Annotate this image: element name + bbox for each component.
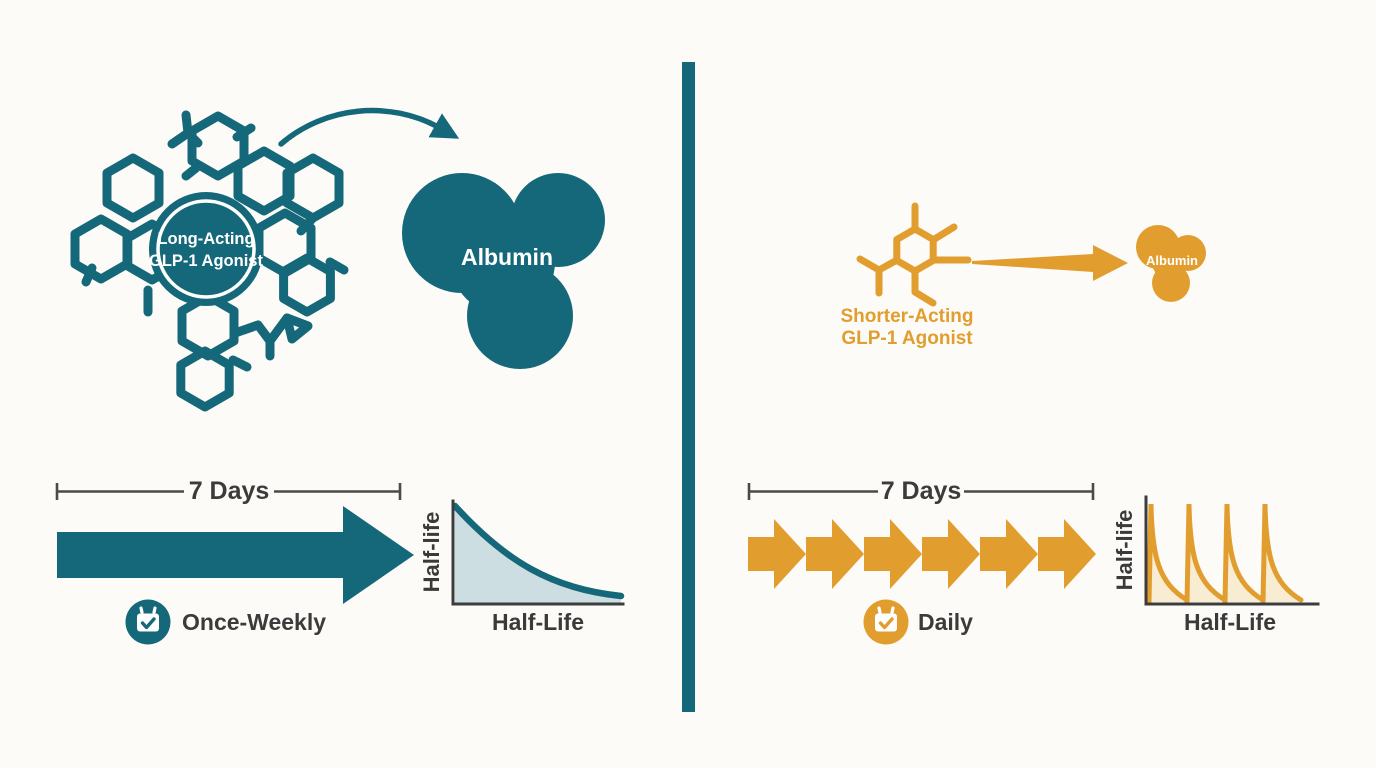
long-acting-molecule (70, 110, 349, 412)
duration-bracket-left (55, 483, 402, 500)
long-acting-branches (81, 110, 349, 372)
hexagon-ring (70, 214, 132, 284)
y-axis-label-left: Half-life (419, 511, 444, 593)
molecule-label-line2: GLP-1 Agonist (841, 327, 973, 349)
graph-axes-right (1144, 495, 1320, 606)
spike-fill (1149, 504, 1187, 602)
hexagon-ring (282, 153, 344, 223)
daily-arrow (980, 519, 1038, 589)
spike-curve (1184, 503, 1228, 605)
molecule-label-line1: Shorter-Acting (840, 306, 974, 327)
x-axis-label-left: Half-Life (492, 609, 584, 635)
long-acting-core-ring (156, 199, 256, 299)
daily-arrow (1038, 519, 1096, 589)
y-axis-label-right: Half-life (1112, 509, 1137, 591)
daily-arrows (748, 519, 1096, 589)
binding-arrow-straight (972, 245, 1128, 281)
spike-fill (1225, 504, 1263, 602)
hexagon-ring (279, 253, 335, 317)
binding-arrow-curved (278, 107, 460, 147)
albumin-label-left: Albumin (461, 244, 553, 270)
shorter-acting-molecule (856, 202, 972, 307)
albumin-blob-large (402, 173, 605, 369)
daily-arrow (748, 519, 806, 589)
daily-arrow (806, 519, 864, 589)
frequency-label-right: Daily (918, 609, 973, 635)
daily-arrow (922, 519, 980, 589)
spike-curve (1222, 503, 1266, 605)
long-acting-core-circle (149, 192, 263, 306)
spike-curve (1260, 503, 1304, 605)
x-axis-label-right: Half-Life (1184, 609, 1276, 635)
daily-arrow (864, 519, 922, 589)
calendar-check-icon (863, 599, 909, 645)
hexagon-ring (176, 346, 234, 412)
half-life-graph-right (1144, 495, 1320, 606)
hexagon-ring (102, 153, 164, 223)
molecule-label-line1: Long-Acting (157, 230, 255, 248)
hexagon-ring (893, 225, 937, 275)
spike-curve (1146, 503, 1190, 605)
spike-fill (1263, 504, 1301, 602)
frequency-label-left: Once-Weekly (182, 609, 327, 635)
duration-label-right: 7 Days (880, 477, 962, 505)
shorter-acting-molecule-label: Shorter-Acting GLP-1 Agonist (787, 306, 1027, 349)
albumin-blob-small (1136, 225, 1206, 302)
calendar-check-icon (125, 599, 171, 645)
molecule-label-line2: GLP-1 Agonist (149, 252, 263, 270)
shorter-acting-hexagon (893, 225, 937, 275)
albumin-label-right: Albumin (1146, 253, 1198, 268)
duration-bracket-right (747, 483, 1095, 500)
hexagon-ring (233, 146, 295, 216)
panel-divider (682, 62, 695, 712)
spike-fill (1187, 504, 1225, 602)
once-weekly-arrow (57, 506, 414, 604)
duration-label-left: 7 Days (188, 477, 270, 505)
half-life-graph-left (451, 499, 625, 606)
right-graph-spikes (1146, 503, 1304, 605)
long-acting-molecule-label: Long-Acting GLP-1 Agonist (136, 228, 276, 272)
shorter-acting-branches (856, 202, 972, 307)
decay-curve (451, 502, 625, 600)
graph-axes-left (451, 499, 625, 606)
